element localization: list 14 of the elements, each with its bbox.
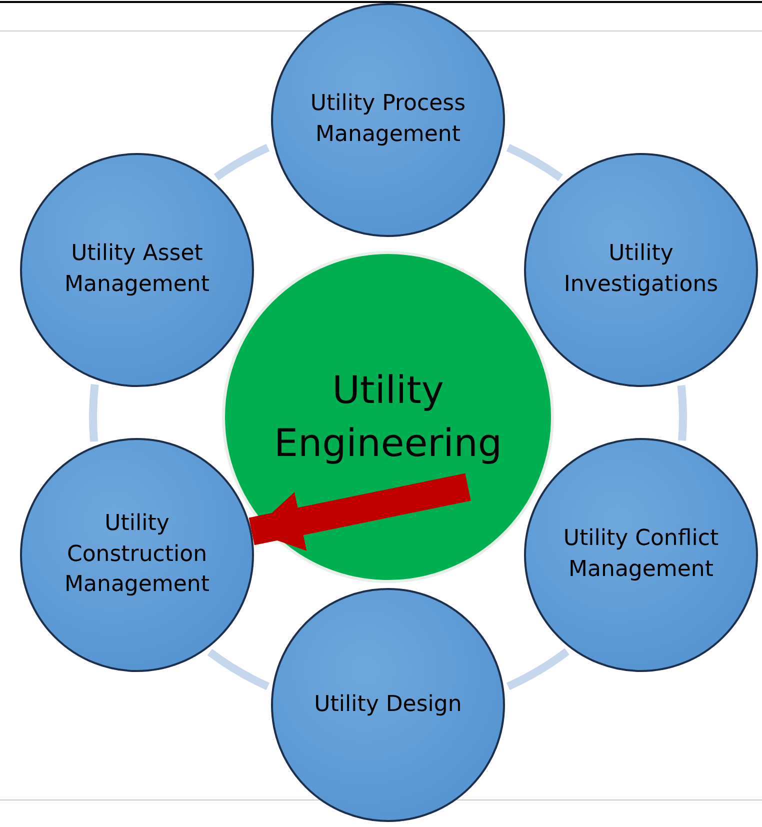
node-label: Utility Investigations: [562, 240, 720, 299]
ring-segment: [677, 385, 687, 441]
ring-segment: [207, 648, 270, 690]
arrow: [248, 473, 471, 551]
ring-segment: [89, 384, 99, 442]
node-label: Utility Asset Management: [64, 240, 210, 299]
ring-segment: [506, 648, 570, 690]
node-label: Utility Engineering: [273, 366, 503, 467]
node-label: Utility Construction Management: [64, 510, 210, 600]
node-label: Utility Design: [314, 690, 462, 719]
ring-segment: [214, 144, 270, 181]
ring-segment: [506, 144, 563, 182]
node-label: Utility Process Management: [309, 90, 467, 149]
node-label: Utility Conflict Management: [562, 525, 720, 584]
